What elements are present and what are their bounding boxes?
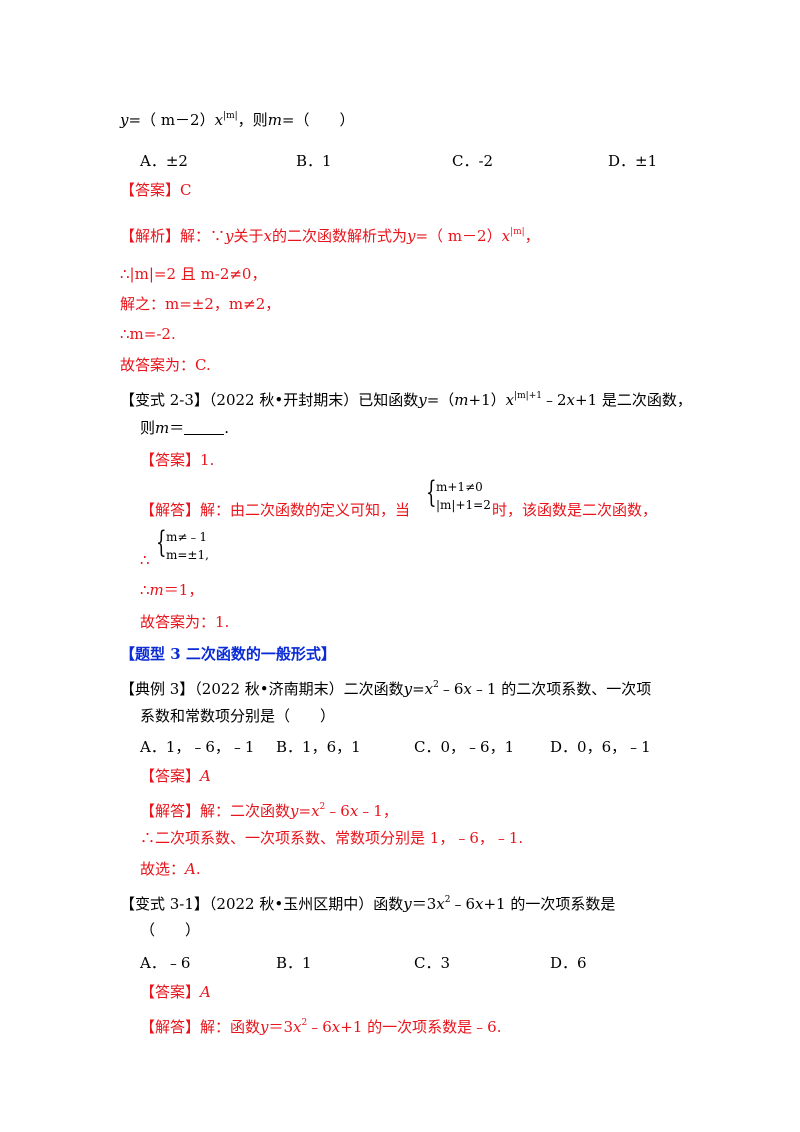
analysis: 【解析】解：∵y关于x的二次函数解析式为y=（ m－2）x|m|， <box>120 227 540 245</box>
option-b: B．1 <box>296 152 332 170</box>
example-3-stem: 【典例 3】（2022 秋•济南期末）二次函数y=x2﹣6x﹣1 的二次项系数、… <box>120 680 652 698</box>
variant-2-3-stem-line2: 则m＝. <box>140 419 230 437</box>
option-d: D．6 <box>550 954 587 972</box>
explanation: 【解答】解：函数y＝3x2﹣6x+1 的一次项系数是﹣6. <box>140 1018 502 1036</box>
answer: 【答案】1. <box>140 451 215 469</box>
variant-3-1-stem-line2: （ ） <box>140 921 201 939</box>
conclusion: ∴二次项系数、一次项系数、常数项分别是 1，﹣6，﹣1. <box>140 829 524 847</box>
option-d: D．±1 <box>608 152 658 170</box>
result: ∴m＝1， <box>140 581 204 599</box>
option-c: C．0，﹣6，1 <box>414 738 515 756</box>
option-b: B．1 <box>276 954 312 972</box>
explanation: 【解答】解：二次函数y=x2﹣6x﹣1， <box>140 802 398 820</box>
question-stem: y=（ m－2）x|m|，则m=（ ） <box>120 111 355 129</box>
analysis-step: ∴m=-2. <box>120 325 176 343</box>
option-a: A．±2 <box>140 152 188 170</box>
equation-system-1: { m+1≠0 |m|+1=2 <box>426 475 491 513</box>
analysis-step: 故答案为：C. <box>120 356 211 374</box>
example-3-stem-line2: 系数和常数项分别是（ ） <box>140 707 336 725</box>
section-title: 【题型 3 二次函数的一般形式】 <box>120 645 336 663</box>
choose: 故选：A. <box>140 860 201 878</box>
variant-2-3-stem: 【变式 2-3】（2022 秋•开封期末）已知函数y=（m+1）x|m|+1﹣2… <box>120 391 692 409</box>
equation-system-2: { m≠﹣1 m=±1, <box>156 525 209 563</box>
option-c: C．3 <box>414 954 451 972</box>
analysis-step: ∴|m|=2 且 m-2≠0， <box>120 265 267 283</box>
variant-3-1-stem: 【变式 3-1】（2022 秋•玉州区期中）函数y＝3x2﹣6x+1 的一次项系… <box>120 895 616 913</box>
answer: 【答案】A <box>140 983 211 1001</box>
final-answer: 故答案为：1. <box>140 613 230 631</box>
explanation: 【解答】解：由二次函数的定义可知，当时，该函数是二次函数， <box>140 501 658 519</box>
analysis-step: 解之：m=±2，m≠2， <box>120 295 281 313</box>
answer: 【答案】A <box>140 767 211 785</box>
option-a: A．﹣6 <box>140 954 191 972</box>
system-prefix: ∴ <box>140 551 150 569</box>
option-d: D．0，6，﹣1 <box>550 738 651 756</box>
option-a: A．1，﹣6，﹣1 <box>140 738 255 756</box>
option-b: B．1，6，1 <box>276 738 361 756</box>
answer-blank <box>184 420 225 435</box>
option-c: C．-2 <box>452 152 494 170</box>
answer: 【答案】C <box>120 181 192 199</box>
